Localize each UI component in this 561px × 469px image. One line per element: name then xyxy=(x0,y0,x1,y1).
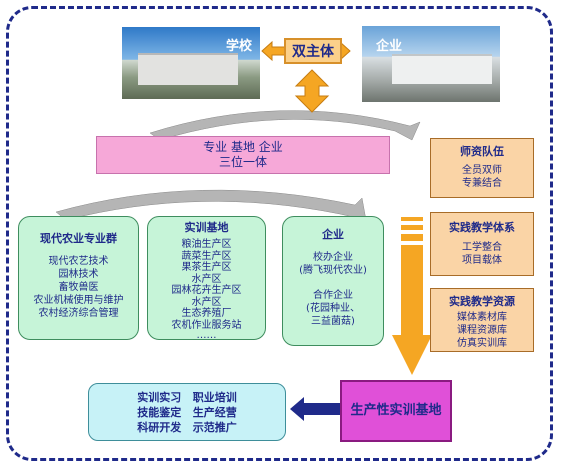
practice-resources-title: 实践教学资源 xyxy=(449,295,515,308)
training-base-box: 实训基地 粮油生产区 蔬菜生产区 果茶生产区 水产区 园林花卉生产区 水产区 生… xyxy=(147,216,266,341)
enterprise-line-2: (腾飞现代农业) xyxy=(299,265,367,276)
teachers-item: 专兼结合 xyxy=(462,178,502,189)
productive-base-label: 生产性实训基地 xyxy=(350,403,442,418)
functions-row-3: 科研开发 示范推广 xyxy=(137,421,237,434)
training-item: 生态养殖厂 xyxy=(181,308,232,319)
major-item: 畜牧兽医 xyxy=(58,282,99,293)
training-item: 水产区 xyxy=(191,296,222,308)
major-item: 园林技术 xyxy=(58,269,99,280)
enterprise-box: 企业 校办企业 (腾飞现代农业) 合作企业 (花园种业、 三益菌菇) xyxy=(282,216,384,346)
major-group-title: 现代农业专业群 xyxy=(40,232,117,245)
enterprise-photo: 企业 xyxy=(362,26,500,102)
practice-resources-item: 媒体素材库 xyxy=(457,312,507,323)
enterprise-line-5: 三益菌菇) xyxy=(311,316,355,327)
enterprise-line-1: 校办企业 xyxy=(313,252,353,263)
functions-row-1: 实训实习 职业培训 xyxy=(137,391,237,404)
functions-box: 实训实习 职业培训 技能鉴定 生产经营 科研开发 示范推广 xyxy=(88,383,286,441)
practice-system-item: 工学整合 xyxy=(462,242,502,253)
training-item: 水产区 xyxy=(191,273,222,285)
functions-row-2: 技能鉴定 生产经营 xyxy=(137,406,237,419)
trinity-line-2: 三位一体 xyxy=(218,155,267,169)
training-item: 粮油生产区 xyxy=(181,239,232,250)
major-group-box: 现代农业专业群 现代农艺技术 园林技术 畜牧兽医 农业机械使用与维护 农村经济综… xyxy=(18,216,139,340)
practice-system-box: 实践教学体系 工学整合 项目载体 xyxy=(430,212,534,276)
training-item: …… xyxy=(196,330,217,341)
training-item: 蔬菜生产区 xyxy=(181,250,232,262)
dashed-border-frame xyxy=(6,6,553,461)
orange-striped-down-arrow xyxy=(392,217,432,375)
teachers-title: 师资队伍 xyxy=(460,145,504,158)
dual-subject-label: 双主体 xyxy=(292,44,334,60)
practice-system-item: 项目载体 xyxy=(462,255,502,266)
gray-curved-band-middle xyxy=(55,189,367,221)
enterprise-title: 企业 xyxy=(322,228,344,241)
enterprise-line-4: (花园种业、 xyxy=(306,303,360,314)
major-item: 农业机械使用与维护 xyxy=(33,295,124,306)
school-building xyxy=(138,53,238,85)
training-item: 农机作业服务站 xyxy=(171,319,242,331)
school-label: 学校 xyxy=(226,39,253,54)
training-item: 果茶生产区 xyxy=(181,262,232,273)
practice-resources-item: 课程资源库 xyxy=(457,325,507,336)
practice-resources-box: 实践教学资源 媒体素材库 课程资源库 仿真实训库 xyxy=(430,288,534,352)
training-item: 园林花卉生产区 xyxy=(171,285,242,296)
trinity-box: 专业 基地 企业 三位一体 xyxy=(96,136,390,174)
enterprise-building xyxy=(392,54,492,84)
teachers-box: 师资队伍 全员双师 专兼结合 xyxy=(430,138,534,198)
trinity-line-1: 专业 基地 企业 xyxy=(203,140,283,154)
blue-left-arrow xyxy=(290,397,340,421)
dual-subject-box: 双主体 xyxy=(284,38,342,64)
practice-resources-item: 仿真实训库 xyxy=(457,338,507,349)
orange-double-arrow-vertical xyxy=(294,69,330,113)
major-item: 农村经济综合管理 xyxy=(38,308,119,319)
teachers-item: 全员双师 xyxy=(462,165,502,176)
training-base-title: 实训基地 xyxy=(184,221,229,234)
major-item: 现代农艺技术 xyxy=(48,256,109,267)
enterprise-label: 企业 xyxy=(376,39,403,54)
productive-base-box: 生产性实训基地 xyxy=(340,380,452,442)
enterprise-line-3: 合作企业 xyxy=(313,290,353,301)
gray-curved-band-top xyxy=(149,110,421,141)
practice-system-title: 实践教学体系 xyxy=(449,221,515,234)
school-photo: 学校 xyxy=(122,27,260,99)
